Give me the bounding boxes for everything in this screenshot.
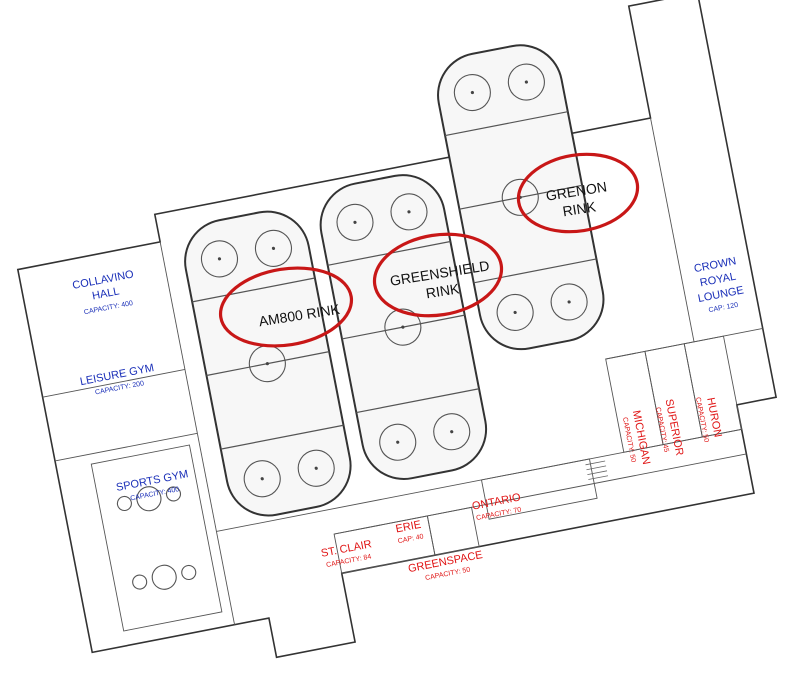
greenshield-rink-label-line2: RINK bbox=[425, 280, 461, 301]
rink-grenon-ice bbox=[437, 44, 605, 351]
greenshield-rink-highlight bbox=[372, 232, 504, 318]
collavino-hall-name-2: HALL bbox=[91, 285, 120, 302]
erie-name: ERIE bbox=[395, 519, 423, 536]
erie-capacity: CAP: 40 bbox=[397, 533, 424, 545]
rink-greenshield-ice bbox=[319, 174, 488, 480]
erie-room-label: ERIE CAP: 40 bbox=[395, 519, 425, 546]
am800-rink-highlight bbox=[218, 266, 354, 348]
rinks-area bbox=[184, 44, 605, 517]
grenon-rink-highlight bbox=[516, 152, 640, 234]
grenon-rink-label-line2: RINK bbox=[561, 198, 597, 219]
rink-am800-ice bbox=[184, 210, 352, 517]
